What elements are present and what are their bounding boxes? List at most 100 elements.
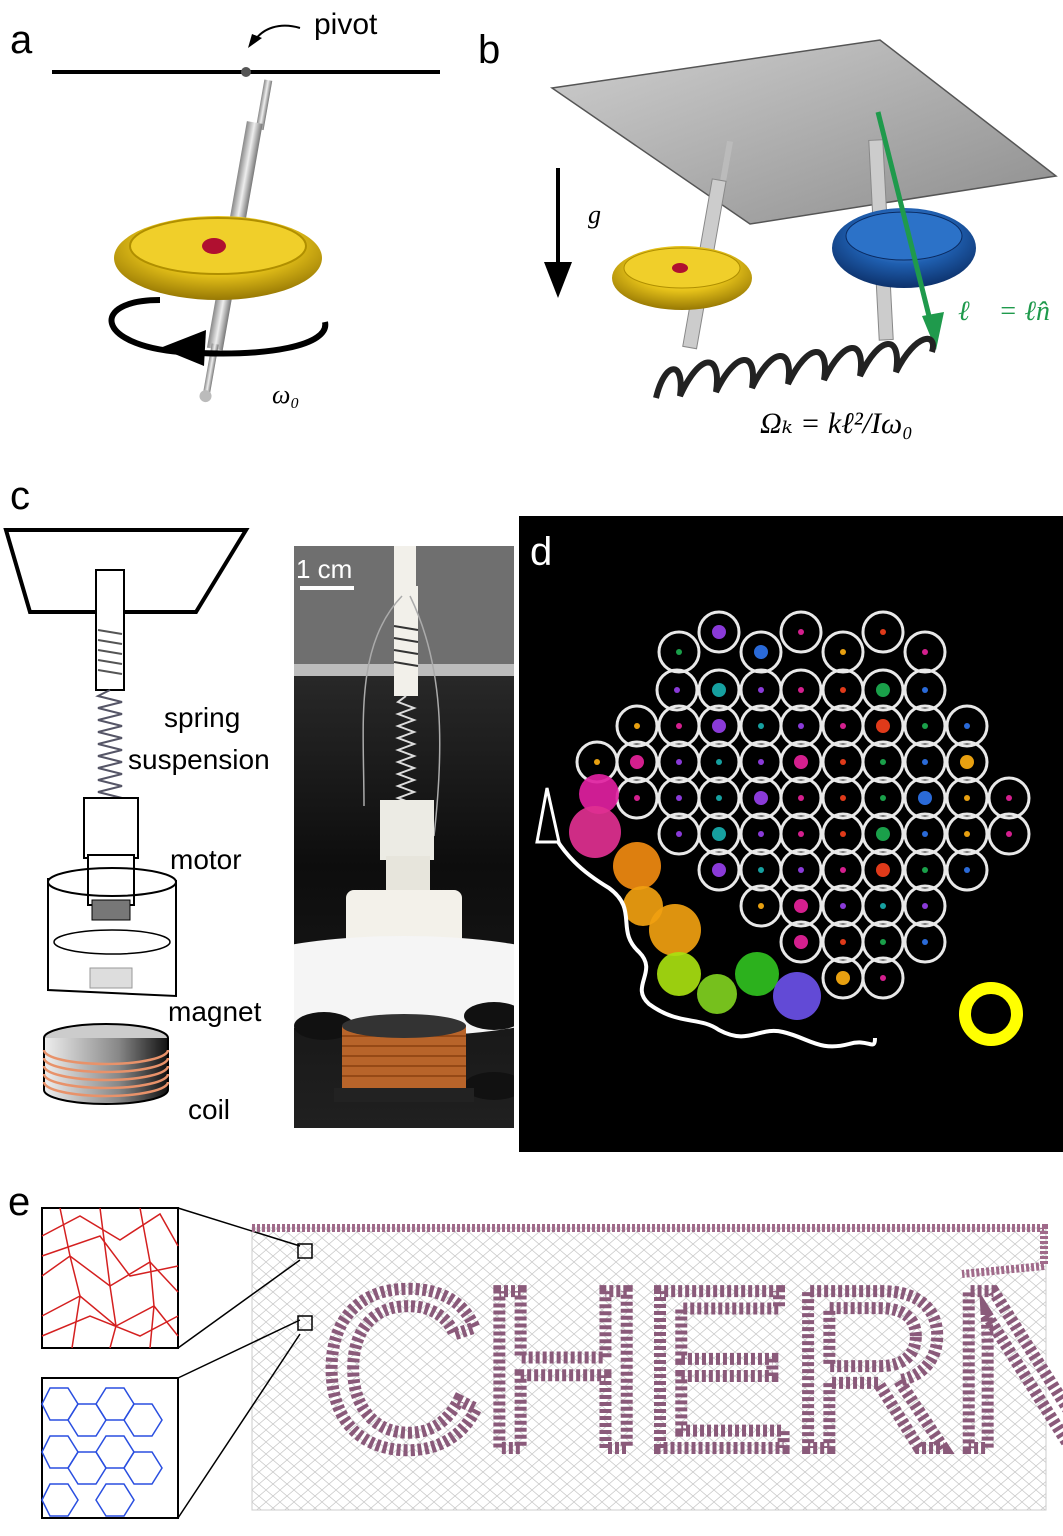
edge-mode-blob: [773, 972, 821, 1020]
gyroscope-dot: [758, 903, 764, 909]
magnet-disk: [89, 967, 133, 989]
gyroscope-dot: [922, 831, 928, 837]
gyroscope-cell: [861, 776, 905, 820]
gyroscope-cell: [697, 812, 741, 856]
inset-blue: [41, 1377, 179, 1519]
gyroscope-cell: [861, 812, 905, 856]
scale-bar-label: 1 cm: [296, 554, 353, 584]
gyroscope-cell: [861, 704, 905, 748]
panel-d-lattice: [519, 516, 1063, 1152]
gyroscope-cell: [903, 668, 947, 712]
pivot-label: pivot: [314, 8, 378, 41]
gyroscope-dot: [594, 759, 600, 765]
gyroscope-cell: [779, 704, 823, 748]
support-plate: [549, 39, 1058, 225]
gyroscope-dot: [840, 723, 846, 729]
gyroscope-dot: [840, 939, 846, 945]
gyroscope-dot: [840, 759, 846, 765]
edge-frame: [252, 1224, 1048, 1278]
edge-path: [541, 811, 877, 1049]
gyroscope-dot: [630, 755, 644, 769]
gyroscope-cell: [779, 812, 823, 856]
gyroscope-cell: [903, 630, 947, 674]
gyroscope-dot: [922, 759, 928, 765]
ell-vector-arrow: [875, 111, 933, 321]
gyroscope-dot: [798, 723, 804, 729]
gyroscope-dot: [840, 687, 846, 693]
gyroscope-dot: [758, 723, 764, 729]
panel-a-figure: [52, 24, 440, 403]
coupling-spring: [653, 335, 936, 399]
gyroscope-cell: [779, 740, 823, 784]
gyroscope-dot: [634, 795, 640, 801]
gyroscope-cell: [861, 920, 905, 964]
gyroscope-cell: [861, 848, 905, 892]
gyroscope-cell: [821, 630, 865, 674]
gyroscope-dot: [754, 645, 768, 659]
suspension-label: suspension: [128, 744, 270, 775]
edge-mode-blob: [649, 904, 701, 956]
amorphous-lattice: [251, 1227, 1047, 1511]
lattice-cells: [569, 610, 1031, 1020]
gyroscope-dot: [964, 795, 970, 801]
panel-label-d: d: [530, 530, 553, 574]
gyroscope-dot: [918, 791, 932, 805]
gyroscope-dot: [964, 867, 970, 873]
gyroscope-dot: [794, 935, 808, 949]
gyroscope-dot: [840, 831, 846, 837]
gyroscope-cell: [779, 884, 823, 928]
gyroscope-dot: [960, 755, 974, 769]
gyroscope-cell: [697, 668, 741, 712]
gyroscope-dot: [922, 939, 928, 945]
spring-label: spring: [164, 702, 241, 733]
magnet-holder: [47, 878, 177, 998]
gyroscope-cell: [779, 920, 823, 964]
panel-b-figure: [544, 39, 1058, 399]
gyroscope-cell: [903, 704, 947, 748]
edge-mode-blob: [697, 974, 737, 1014]
edge-mode-blob: [613, 842, 661, 890]
gyroscope-dot: [880, 795, 886, 801]
gyroscope-cell: [903, 812, 947, 856]
gyroscope-dot: [758, 831, 764, 837]
gyroscope-dot: [880, 903, 886, 909]
gyroscope-dot: [880, 759, 886, 765]
edge-mode-blob: [579, 774, 619, 814]
panel-label-c: c: [10, 474, 30, 518]
gyroscope-cell: [697, 610, 741, 654]
panel-label-a: a: [10, 18, 33, 62]
gyroscope-dot: [840, 867, 846, 873]
gyroscope-dot: [876, 719, 890, 733]
omega-k-label: Ωₖ = kℓ²/Iω₀: [760, 407, 913, 440]
gyroscope-cell: [945, 848, 989, 892]
gyroscope-cell: [945, 740, 989, 784]
gyro-axle-top: [255, 79, 273, 131]
gyroscope-dot: [676, 759, 682, 765]
gyroscope-cell: [945, 704, 989, 748]
gyroscope-dot: [840, 649, 846, 655]
ell-label: ℓ⃗ = ℓn̂: [958, 296, 1050, 327]
gyroscope-dot: [1006, 795, 1012, 801]
gyroscope-dot: [798, 687, 804, 693]
gyroscope-cell: [945, 812, 989, 856]
gyroscope-dot: [922, 903, 928, 909]
motor-body: [83, 797, 139, 859]
gyroscope-dot: [798, 867, 804, 873]
gyroscope-dot: [754, 791, 768, 805]
gyroscope-dot: [922, 723, 928, 729]
gyroscope-dot: [794, 755, 808, 769]
gyroscope-dot: [758, 759, 764, 765]
gyroscope-dot: [716, 795, 722, 801]
gyroscope-dot: [836, 971, 850, 985]
gyroscope-cell: [861, 668, 905, 712]
gyroscope-dot: [876, 863, 890, 877]
apparatus-photo: 1 cm: [294, 546, 514, 1128]
panel-e-figure: CHERN: [41, 1207, 1063, 1519]
gyroscope-cell: [779, 776, 823, 820]
pivot-arrow-icon: [253, 24, 301, 43]
gyroscope-dot: [922, 867, 928, 873]
gyroscope-cell: [903, 848, 947, 892]
gyroscope-cell: [861, 884, 905, 928]
gyroscope-dot: [676, 831, 682, 837]
gyroscope-dot: [964, 723, 970, 729]
